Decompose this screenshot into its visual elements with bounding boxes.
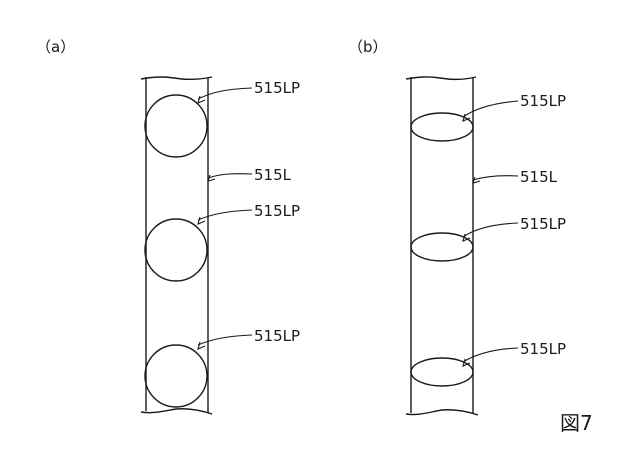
panel-b-label: （b） — [348, 38, 388, 56]
figure-label: 図7 — [560, 411, 593, 435]
label-b-pore-1: 515LP — [520, 92, 566, 110]
leader-b-pore-3 — [463, 348, 518, 362]
leader-a-pore-1 — [198, 88, 252, 99]
strip-b-top-break — [406, 77, 476, 79]
leader-a-strip — [208, 174, 252, 178]
leader-a-pore-2 — [198, 210, 252, 220]
label-b-pore-2: 515LP — [520, 215, 566, 233]
panel-a-label: （a） — [36, 38, 75, 56]
leader-b-pore-1 — [463, 101, 518, 117]
strip-b-bottom-break — [406, 410, 478, 415]
leader-b-strip — [473, 176, 518, 180]
panel-a: （a） 515LP 515LP 515LP 515L — [36, 38, 300, 414]
label-b-strip: 515L — [520, 168, 558, 186]
strip-a-top-break — [141, 77, 212, 79]
pore-a-1 — [145, 95, 207, 157]
pore-a-2 — [145, 219, 207, 281]
leader-a-pore-3 — [198, 335, 252, 345]
pore-a-3 — [145, 345, 207, 407]
leader-b-pore-2 — [463, 223, 518, 237]
strip-a-bottom-break — [141, 409, 212, 414]
label-a-pore-3: 515LP — [254, 327, 300, 345]
label-a-strip: 515L — [254, 166, 292, 184]
strip-515L-a — [141, 77, 212, 414]
panel-b: （b） 515LP 515LP 515LP 515L — [348, 38, 566, 415]
label-a-pore-2: 515LP — [254, 202, 300, 220]
label-b-pore-3: 515LP — [520, 340, 566, 358]
label-a-pore-1: 515LP — [254, 79, 300, 97]
